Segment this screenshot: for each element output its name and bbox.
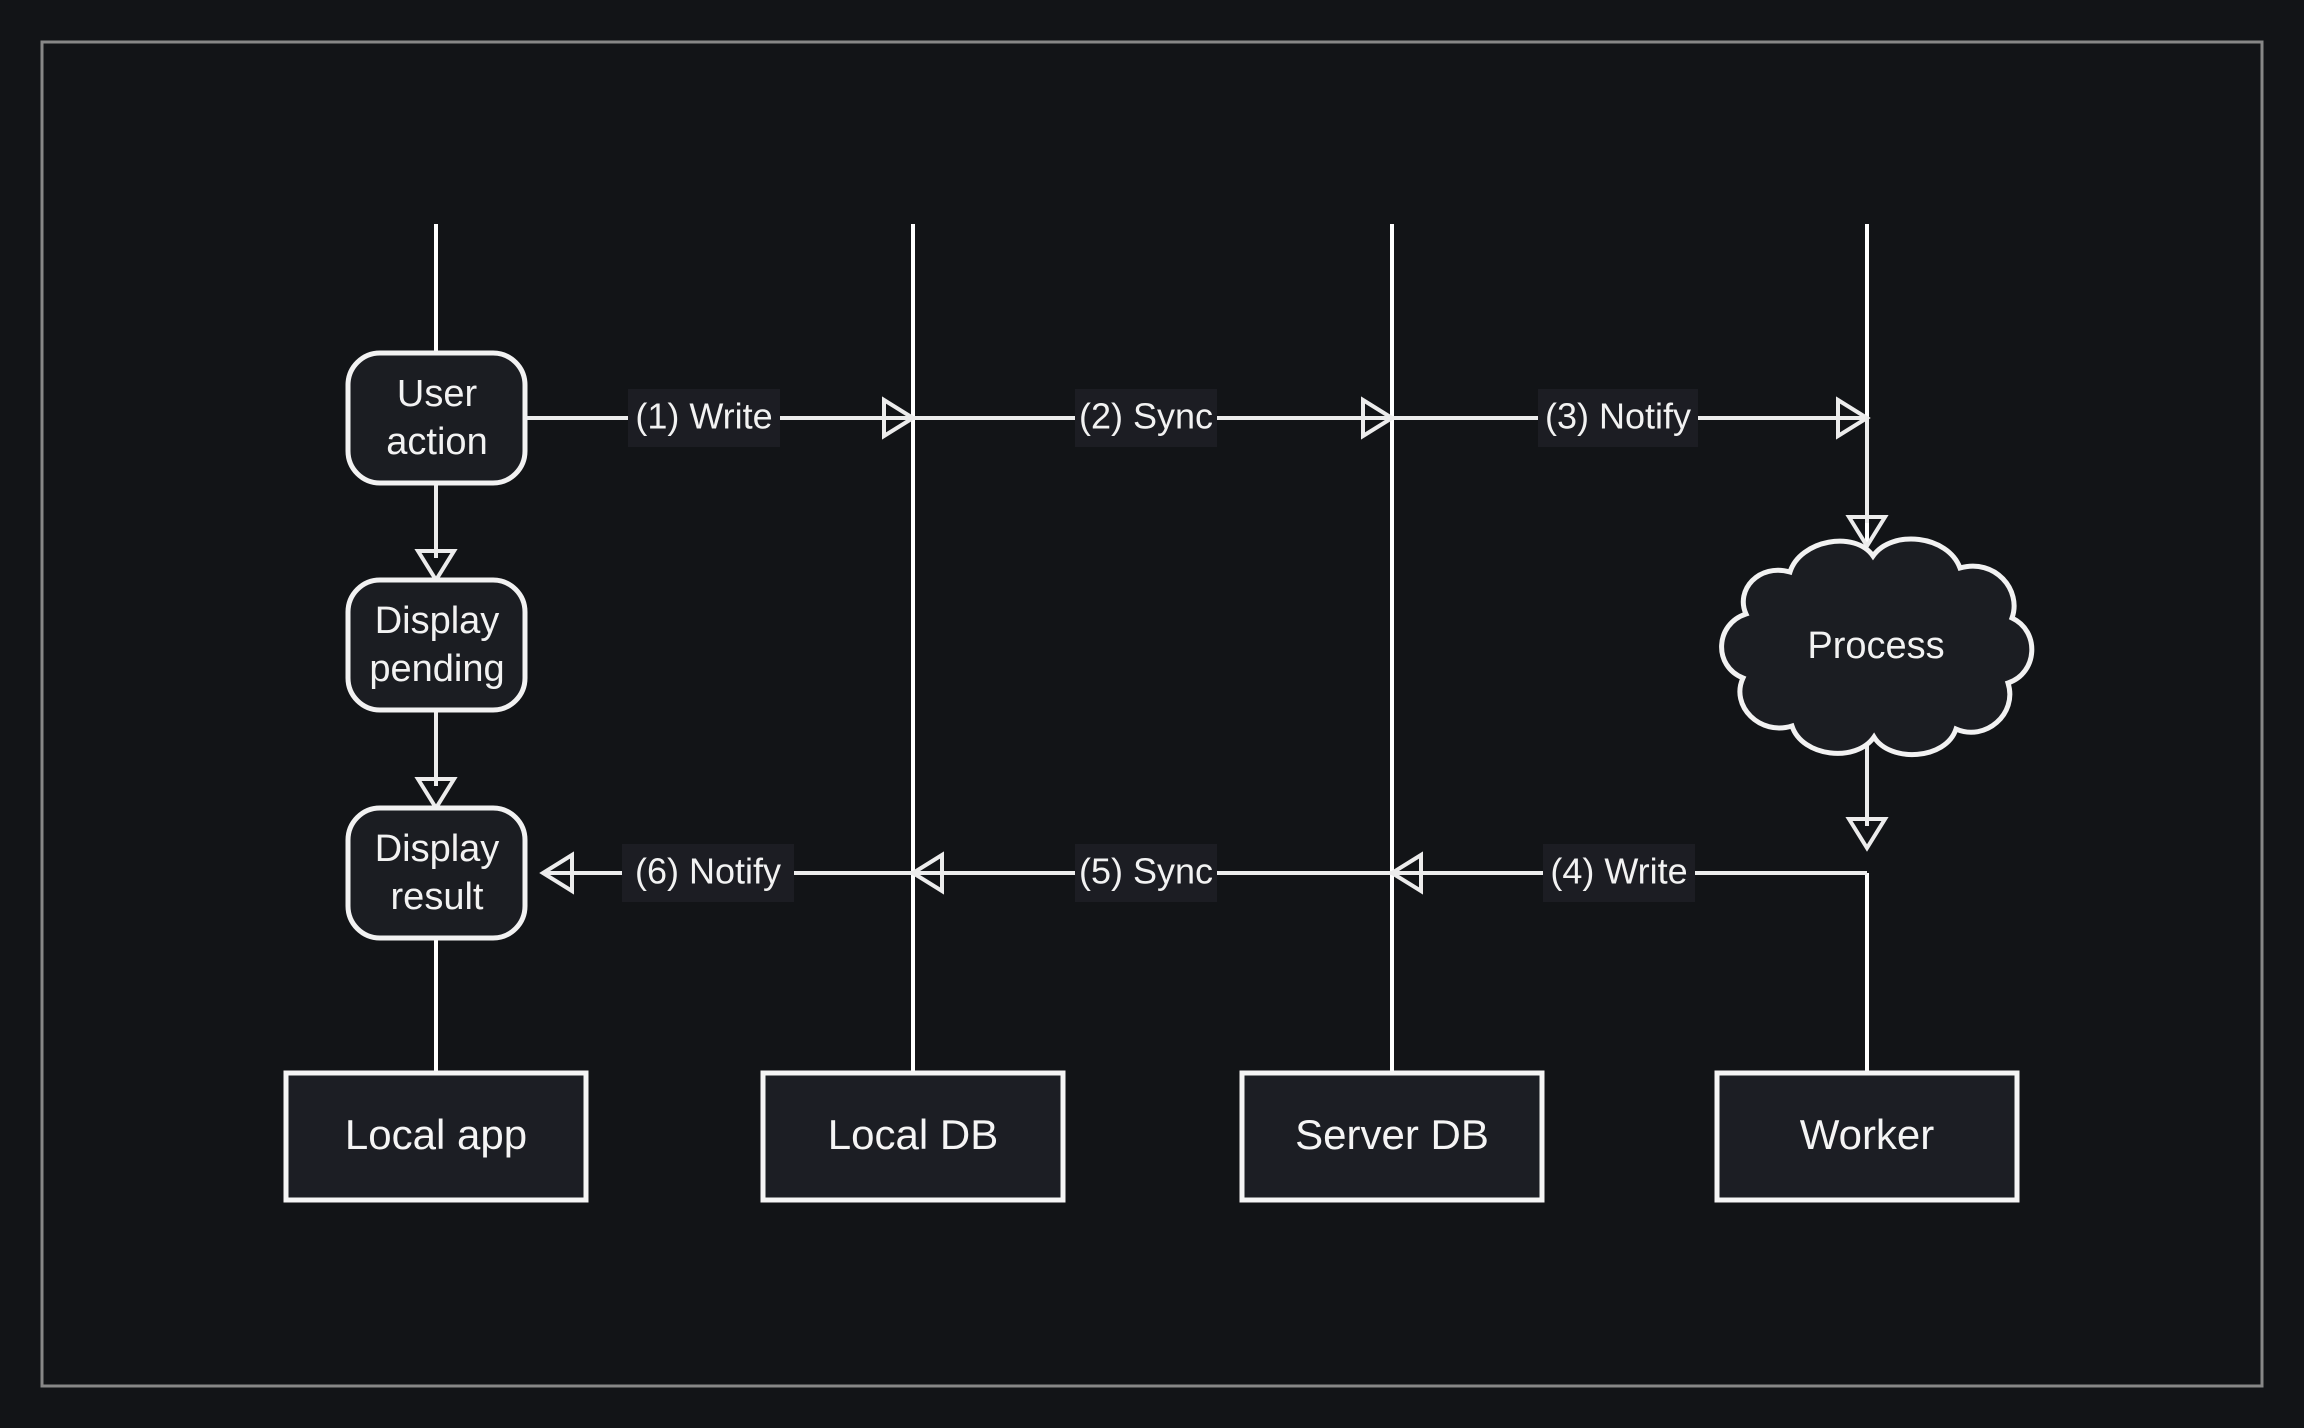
node-user-action-label-line-1: User xyxy=(397,373,478,415)
node-display-result-label-line-2: result xyxy=(391,876,484,918)
msg-6-arrowhead-icon xyxy=(539,851,574,895)
msg-2-label-text: (2) Sync xyxy=(1079,396,1213,437)
participant-server-db[interactable]: Server DB xyxy=(1239,1070,1545,1203)
msg-2-arrowhead-icon xyxy=(1361,396,1396,440)
message-row-1-arrowheads xyxy=(882,396,1871,440)
node-display-pending-label-line-1: Display xyxy=(375,600,500,642)
node-process[interactable]: Process xyxy=(1719,536,2035,758)
msg-1-label-text: (1) Write xyxy=(635,396,772,437)
msg-4-label-background xyxy=(1543,844,1695,902)
participant-local-db[interactable]: Local DB xyxy=(760,1070,1066,1203)
msg-1-arrowhead-icon xyxy=(882,396,917,440)
msg-5-label-text: (5) Sync xyxy=(1079,851,1213,892)
msg-1-label: (1) Write xyxy=(628,389,780,447)
msg-3-label-background xyxy=(1538,389,1698,447)
participant-local-app[interactable]: Local app xyxy=(283,1070,589,1203)
msg-5-label: (5) Sync xyxy=(1075,844,1217,902)
msg-4-label-text: (4) Write xyxy=(1550,851,1687,892)
internal-flows-local-app xyxy=(414,483,458,812)
flow-pending-to-result-arrowhead-icon xyxy=(414,777,458,812)
node-user-action[interactable]: User action xyxy=(345,350,528,486)
node-display-result-label-line-1: Display xyxy=(375,828,500,870)
diagram-frame-border xyxy=(40,40,2264,1388)
participant-worker-box[interactable] xyxy=(1714,1070,2020,1203)
participant-local-app-box[interactable] xyxy=(283,1070,589,1203)
msg-5-label-background xyxy=(1075,844,1217,902)
msg-1-label-background xyxy=(628,389,780,447)
participant-local-app-label: Local app xyxy=(345,1111,527,1158)
node-user-action-label-line-2: action xyxy=(386,421,487,463)
internal-flows-worker xyxy=(1845,418,1889,852)
node-display-result[interactable]: Display result xyxy=(345,805,528,941)
msg-4-arrowhead-icon xyxy=(1388,851,1423,895)
participant-worker-label: Worker xyxy=(1800,1111,1935,1158)
participant-worker[interactable]: Worker xyxy=(1714,1070,2020,1203)
msg-6-label-background xyxy=(622,844,794,902)
node-process-label: Process xyxy=(1807,625,1944,667)
lifelines xyxy=(434,224,1869,1073)
node-display-pending[interactable]: Display pending xyxy=(345,577,528,713)
participant-local-db-box[interactable] xyxy=(760,1070,1066,1203)
msg-3-label: (3) Notify xyxy=(1538,389,1698,447)
msg-6-label: (6) Notify xyxy=(622,844,794,902)
msg-3-arrowhead-icon xyxy=(1836,396,1871,440)
node-display-pending-shape[interactable] xyxy=(345,577,528,713)
node-user-action-shape[interactable] xyxy=(345,350,528,486)
msg-6-label-text: (6) Notify xyxy=(635,851,781,892)
node-process-cloud-shape[interactable] xyxy=(1719,536,2035,758)
msg-2-label-background xyxy=(1075,389,1217,447)
node-display-result-shape[interactable] xyxy=(345,805,528,941)
msg-2-label: (2) Sync xyxy=(1075,389,1217,447)
msg-3-label-text: (3) Notify xyxy=(1545,396,1691,437)
flow-user-to-pending-arrowhead-icon xyxy=(414,549,458,584)
msg-4-label: (4) Write xyxy=(1543,844,1695,902)
participant-server-db-box[interactable] xyxy=(1239,1070,1545,1203)
message-row-2-arrowheads xyxy=(539,851,1423,895)
participant-local-db-label: Local DB xyxy=(828,1111,998,1158)
participant-server-db-label: Server DB xyxy=(1295,1111,1489,1158)
msg-5-arrowhead-icon xyxy=(909,851,944,895)
node-display-pending-label-line-2: pending xyxy=(369,648,504,690)
flow-process-to-write-arrowhead-icon xyxy=(1845,817,1889,852)
flow-notify-to-process-arrowhead-icon xyxy=(1845,515,1889,550)
